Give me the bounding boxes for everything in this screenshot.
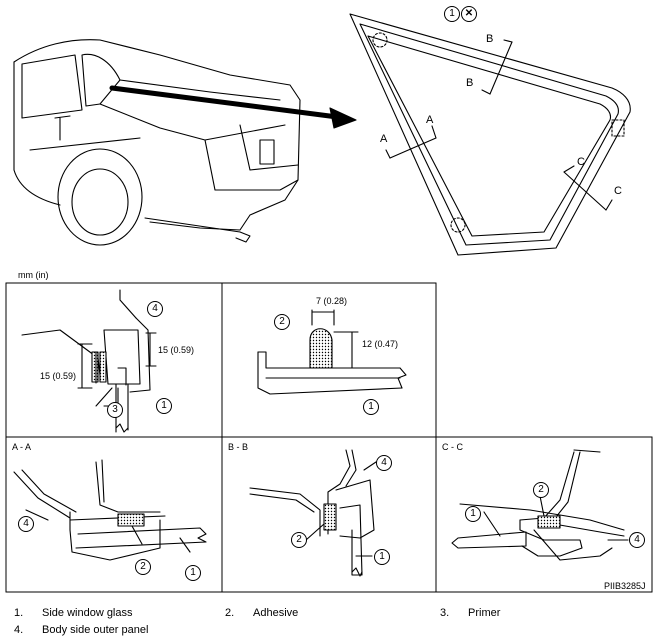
callout-4: 4 [18,516,34,532]
callout-1: 1 [363,399,379,415]
legend-item-1: 1.Side window glass [14,607,133,619]
section-b-b [249,449,377,577]
callout-3: 3 [107,402,123,418]
primer-detail [21,289,157,433]
callout-4: 4 [147,301,163,317]
dimension-12: 12 (0.47) [362,339,399,349]
dimension-15-right: 15 (0.59) [158,345,195,355]
dimension-7: 7 (0.28) [316,296,348,306]
units-label: mm (in) [18,270,49,280]
callout-1: 1 [444,6,460,22]
legend-item-4: 4.Body side outer panel [14,624,149,636]
car-illustration [13,39,301,246]
section-mark-b: B [486,33,494,45]
section-grid [5,282,653,593]
callout-4: 4 [376,455,392,471]
section-mark-c: C [614,185,622,197]
section-mark-c: C [577,156,585,168]
legend-item-2: 2.Adhesive [225,607,299,619]
figure-code: PIIB3285J [604,581,646,591]
section-title-c-c: C - C [442,442,463,452]
section-title-a-a: A - A [12,442,32,452]
callout-1: 1 [374,549,390,565]
section-mark-a: A [380,133,388,145]
callout-4: 4 [629,532,645,548]
callout-2: 2 [274,314,290,330]
section-title-b-b: B - B [228,442,249,452]
callout-1: 1 [465,506,481,522]
section-a-a [13,459,207,561]
callout-2: 2 [291,532,307,548]
pointer-arrow [109,85,348,121]
callout-2: 2 [533,482,549,498]
do-not-reuse-icon: ✕ [461,6,477,22]
callout-1: 1 [156,398,172,414]
callout-1: 1 [185,565,201,581]
dimension-15-left: 15 (0.59) [40,371,77,381]
section-c-c [451,449,629,561]
section-mark-a: A [426,114,434,126]
section-mark-b: B [466,77,474,89]
window-glass-illustration [349,13,631,256]
callout-2: 2 [135,559,151,575]
adhesive-detail [257,309,407,395]
legend-item-3: 3.Primer [440,607,501,619]
